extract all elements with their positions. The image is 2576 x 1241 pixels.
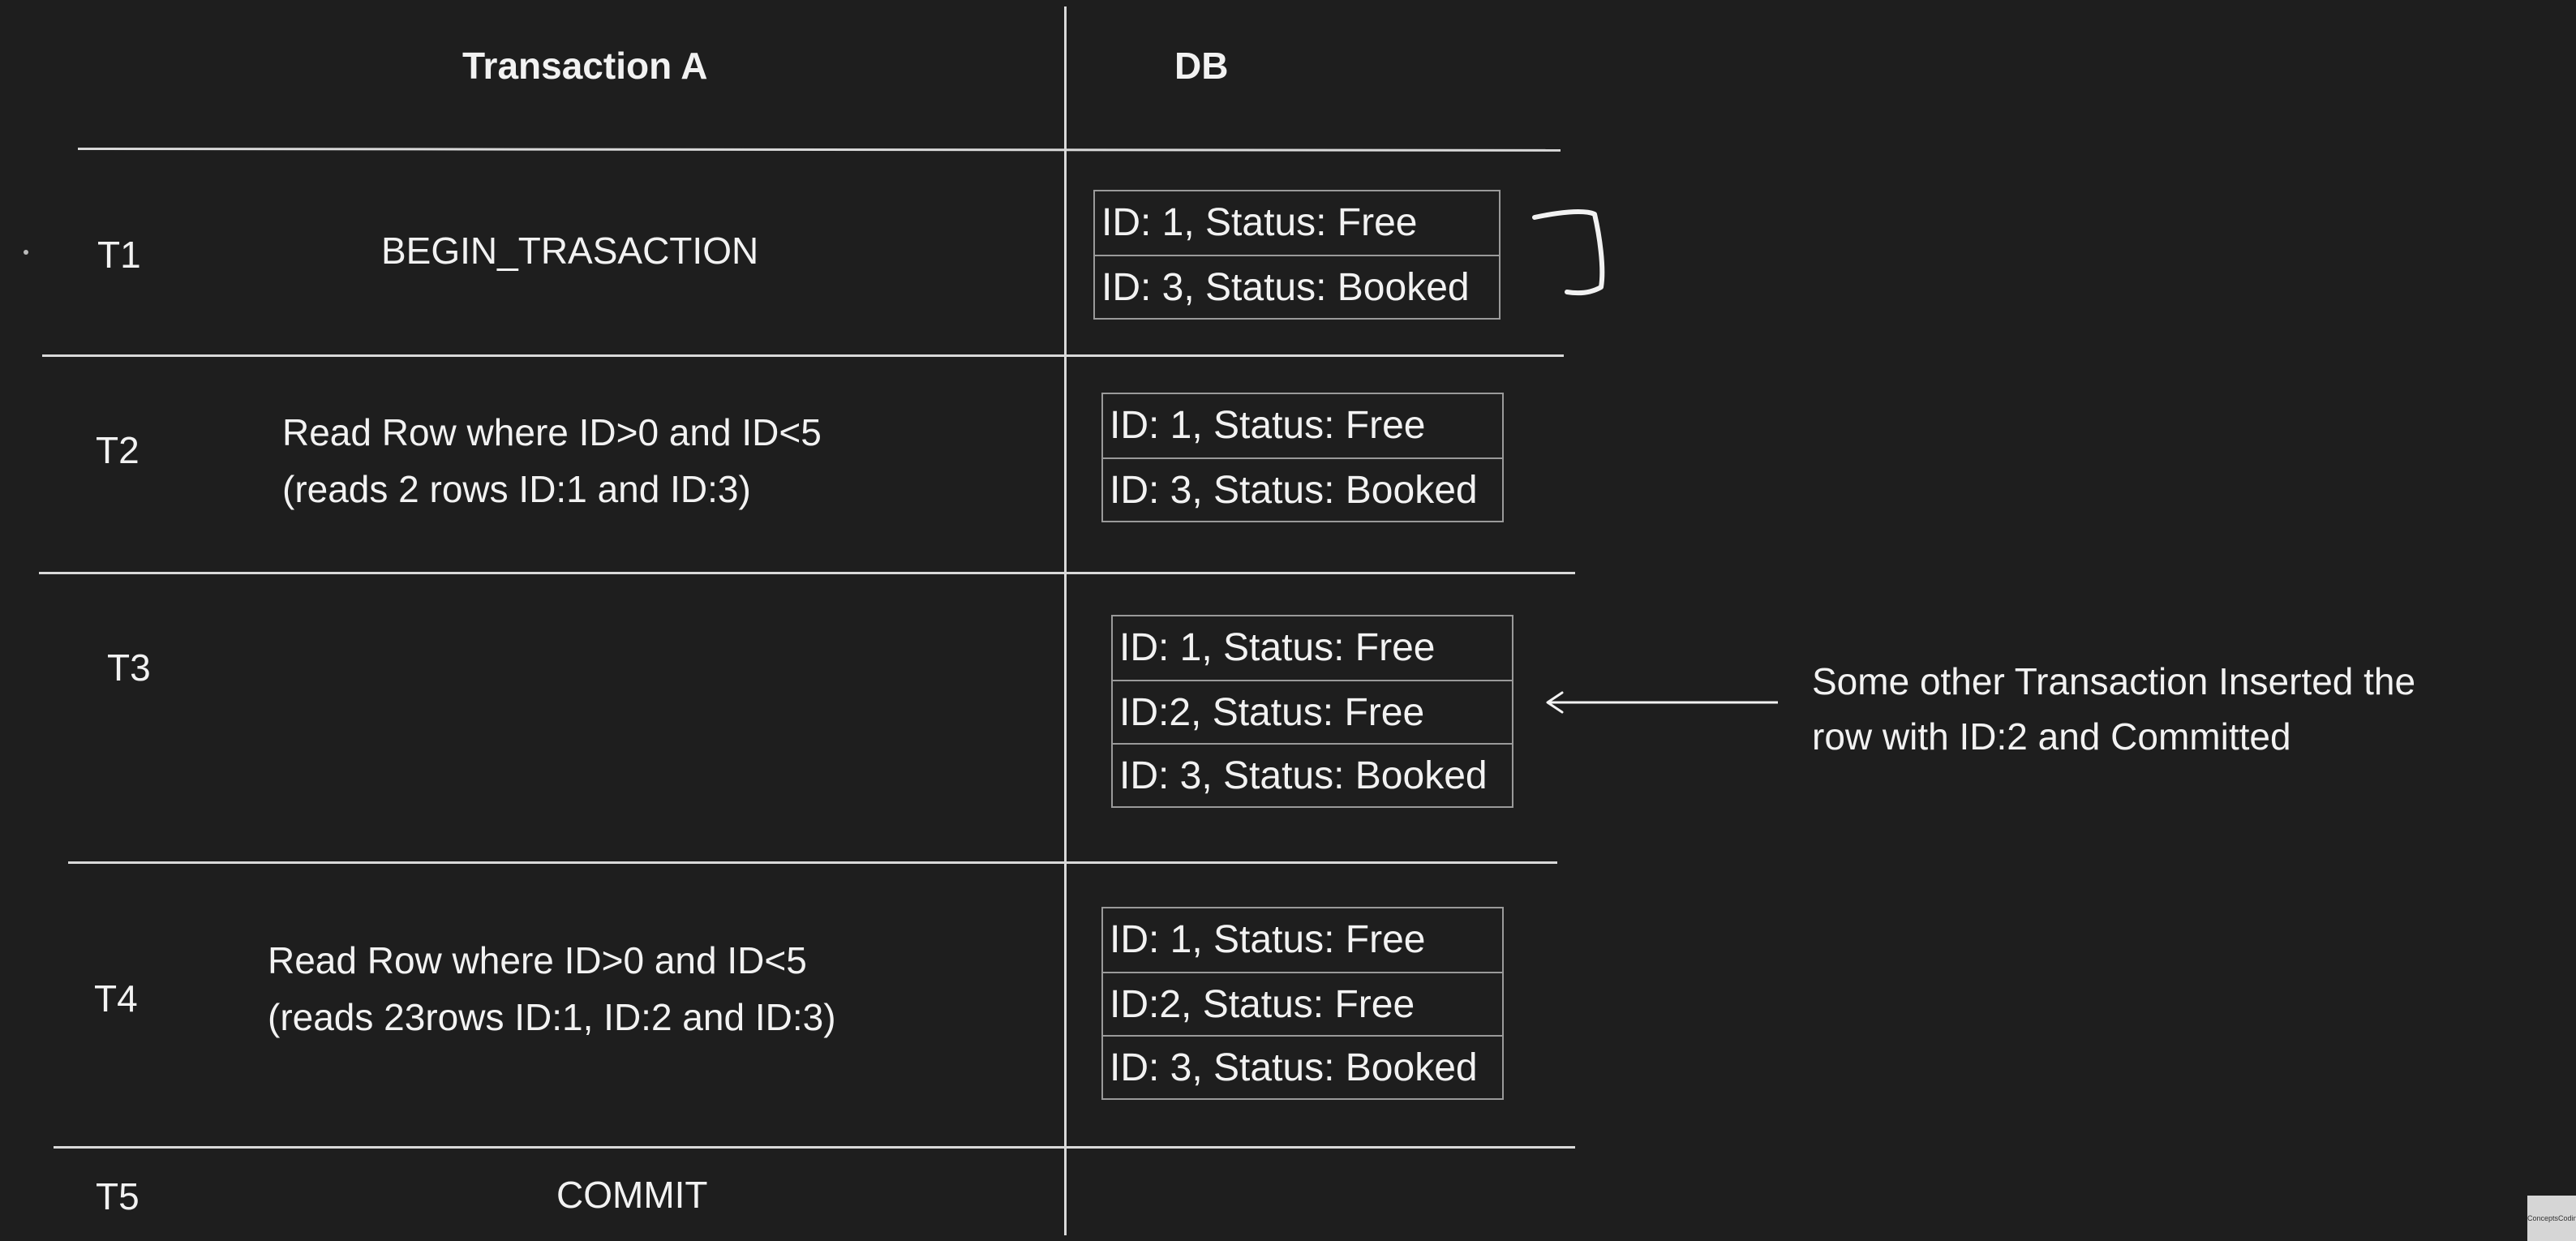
db-table-t1: ID: 1, Status: Free ID: 3, Status: Booke… [1093, 190, 1501, 320]
action-t4: Read Row where ID>0 and ID<5 (reads 23ro… [268, 932, 836, 1046]
db-row: ID: 1, Status: Free [1101, 201, 1418, 244]
column-divider [1064, 6, 1067, 1235]
db-header: DB [1174, 45, 1229, 87]
insert-annotation: Some other Transaction Inserted the row … [1812, 654, 2415, 764]
marker-dot [24, 250, 28, 255]
row-separator-t2-t3 [39, 572, 1575, 574]
db-table-t4: ID: 1, Status: Free ID:2, Status: Free I… [1101, 907, 1504, 1100]
bracket-icon [1532, 209, 1605, 296]
time-label-t3: T3 [107, 646, 151, 689]
annotation-line-1: Some other Transaction Inserted the [1812, 660, 2416, 702]
header-separator [77, 148, 1561, 152]
db-row: ID: 3, Status: Booked [1103, 457, 1502, 521]
channel-logo-text: ConceptsCoding [2527, 1214, 2576, 1222]
db-row: ID: 3, Status: Booked [1103, 1035, 1502, 1098]
time-label-t5: T5 [96, 1175, 140, 1217]
action-t1-line-1: BEGIN_TRASACTION [381, 230, 759, 272]
transaction-a-header: Transaction A [462, 45, 708, 87]
db-row: ID:2, Status: Free [1113, 680, 1512, 743]
annotation-line-2: row with ID:2 and Committed [1812, 715, 2291, 758]
action-t2-line-1: Read Row where ID>0 and ID<5 [282, 411, 822, 453]
db-table-t2: ID: 1, Status: Free ID: 3, Status: Booke… [1101, 393, 1504, 522]
action-t4-line-1: Read Row where ID>0 and ID<5 [268, 939, 807, 981]
time-label-t1: T1 [97, 234, 141, 276]
channel-logo: ConceptsCoding [2527, 1196, 2576, 1241]
db-row: ID: 1, Status: Free [1110, 404, 1426, 447]
action-t2-line-2: (reads 2 rows ID:1 and ID:3) [282, 468, 751, 510]
db-row: ID: 1, Status: Free [1110, 918, 1426, 961]
action-t2: Read Row where ID>0 and ID<5 (reads 2 ro… [282, 404, 822, 517]
action-t5: COMMIT [556, 1166, 708, 1223]
action-t5-line-1: COMMIT [556, 1174, 708, 1216]
db-table-t3: ID: 1, Status: Free ID:2, Status: Free I… [1111, 615, 1513, 808]
time-label-t4: T4 [94, 977, 138, 1020]
action-t1: BEGIN_TRASACTION [381, 222, 758, 279]
arrow-left-icon [1546, 691, 1778, 714]
db-row: ID: 3, Status: Booked [1095, 255, 1499, 318]
action-t4-line-2: (reads 23rows ID:1, ID:2 and ID:3) [268, 996, 836, 1038]
time-label-t2: T2 [96, 429, 140, 471]
db-row: ID: 3, Status: Booked [1113, 743, 1512, 806]
db-row: ID: 1, Status: Free [1119, 626, 1436, 669]
row-separator-t4-t5 [54, 1146, 1575, 1149]
db-row: ID:2, Status: Free [1103, 972, 1502, 1035]
row-separator-t3-t4 [68, 861, 1557, 864]
row-separator-t1-t2 [42, 354, 1564, 357]
